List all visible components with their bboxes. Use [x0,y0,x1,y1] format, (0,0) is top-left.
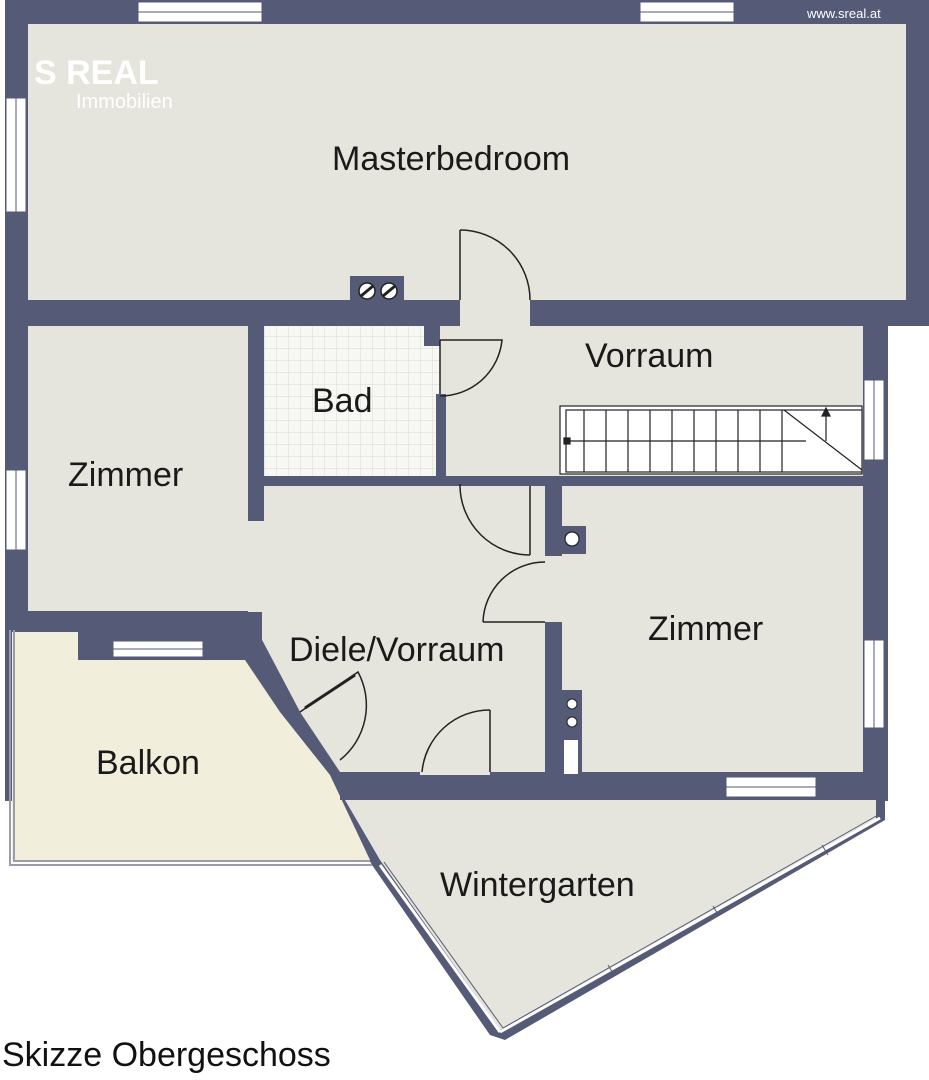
chimney [350,276,586,774]
stairs [559,405,863,475]
room-label-balkon: Balkon [96,744,200,782]
windows [5,1,885,798]
diele-floor [248,490,545,775]
room-label-diele: Diele/Vorraum [289,631,504,669]
logo-brand: S REAL [34,54,159,92]
doors [299,229,546,773]
balkon-floor [12,632,370,860]
logo-subtitle: Immobilien [76,91,173,113]
room-label-bad: Bad [312,382,373,420]
masterbedroom-floor [28,24,906,300]
floors [12,24,906,1030]
room-label-wintergarten: Wintergarten [440,866,635,904]
room-label-zimmer-right: Zimmer [648,610,763,648]
wintergarten-glazing [378,816,881,1034]
bad-floor [264,326,440,476]
sreal-logo: S REAL Immobilien [34,54,173,113]
room-label-vorraum: Vorraum [585,337,714,375]
balkon-rail [9,630,372,866]
zimmer-right-floor [562,486,863,774]
room-label-masterbedroom: Masterbedroom [332,140,570,178]
room-label-zimmer-left: Zimmer [68,456,183,494]
website-url: www.sreal.at [806,6,881,21]
wintergarten-floor [345,800,876,1030]
zimmer-left-floor [28,326,248,611]
plan-caption: Skizze Obergeschoss [2,1036,331,1074]
